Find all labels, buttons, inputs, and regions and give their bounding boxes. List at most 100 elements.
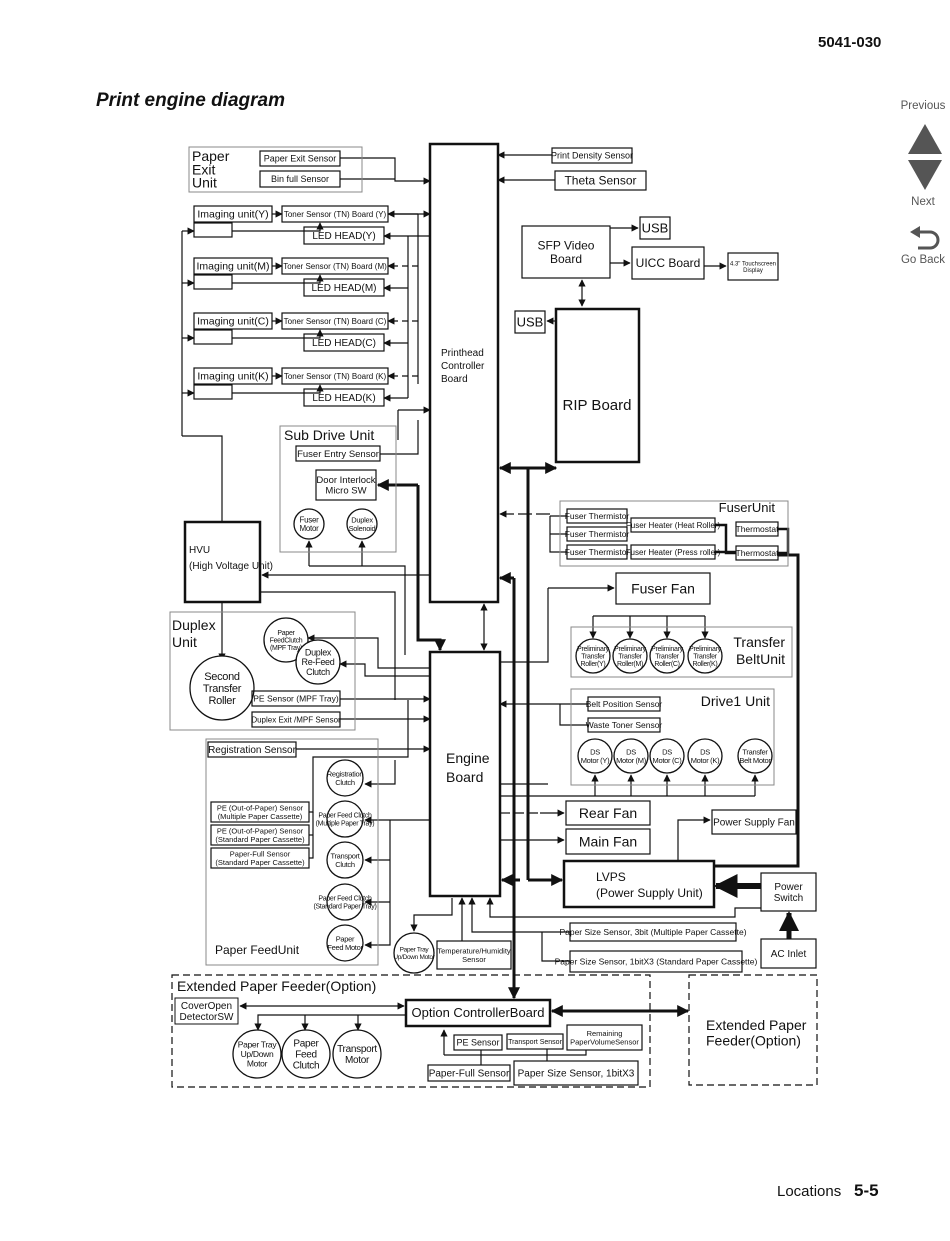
next-label[interactable]: Next bbox=[911, 196, 935, 208]
toner-sensor-board-c-label: Toner Sensor (TN) Board (C) bbox=[284, 317, 387, 326]
paper-exit-sensor-label: Paper Exit Sensor bbox=[264, 154, 337, 164]
connector-line bbox=[416, 485, 446, 652]
extended-paper-full-sensor-label: Paper-Full Sensor bbox=[429, 1069, 510, 1080]
sub-drive-unit-title: Sub Drive Unit bbox=[284, 427, 374, 443]
touchscreen-display bbox=[727, 252, 779, 281]
waste-toner-sensor bbox=[587, 717, 661, 733]
waste-toner-sensor-label: Waste Toner Sensor bbox=[586, 720, 663, 730]
usb-port-left-label: USB bbox=[517, 315, 544, 330]
led-head-y bbox=[303, 226, 385, 245]
second-transfer-roller bbox=[189, 655, 255, 721]
paper-size-sensor-1bitx3-label: Paper Size Sensor, 1bitX3 (Standard Pape… bbox=[555, 956, 758, 966]
connector-line bbox=[486, 897, 761, 918]
previous-arrow-icon[interactable] bbox=[908, 124, 942, 154]
connector-line bbox=[340, 157, 431, 185]
registration-sensor bbox=[207, 741, 297, 758]
drive1-motor-5 bbox=[737, 738, 773, 774]
page-nav-arrows[interactable] bbox=[906, 122, 944, 192]
connector-line bbox=[232, 329, 324, 339]
led-head-k-label: LED HEAD(K) bbox=[312, 393, 375, 404]
hvu bbox=[183, 520, 262, 604]
duplex-refeed-clutch bbox=[295, 639, 341, 685]
paper-feed-sensor-3-label: Paper-Full Sensor(Standard Paper Cassett… bbox=[215, 850, 305, 867]
imaging-unit-y-sub bbox=[193, 222, 233, 238]
fuser-entry-sensor bbox=[295, 445, 381, 462]
connector-line bbox=[232, 274, 324, 284]
belt-position-sensor bbox=[587, 696, 661, 712]
connector-line bbox=[541, 932, 570, 962]
bin-full-sensor bbox=[259, 170, 341, 188]
usb-port-top bbox=[639, 216, 671, 240]
paper-size-sensor-3bit bbox=[569, 922, 737, 942]
connector-line bbox=[364, 820, 391, 949]
duplex-unit bbox=[169, 611, 356, 731]
temperature-humidity-sensor bbox=[436, 940, 512, 970]
paper-exit-unit bbox=[188, 146, 363, 193]
paper-feed-sensor-1 bbox=[210, 801, 310, 823]
transfer-belt-unit bbox=[570, 626, 793, 678]
toner-sensor-board-y bbox=[281, 205, 389, 223]
connector-line bbox=[309, 700, 409, 813]
extended-paper-full-sensor bbox=[427, 1064, 511, 1082]
led-head-c bbox=[303, 333, 385, 352]
fuser-thermistor-3-label: Fuser Thermistor bbox=[565, 547, 630, 557]
print-density-sensor bbox=[551, 147, 633, 164]
fuser-heater-press-roller-label: Fuser Heater (Press roller) bbox=[626, 548, 721, 557]
usb-port-top-label: USB bbox=[642, 221, 669, 236]
pe-sensor-mpf-label: PE Sensor (MPF Tray) bbox=[253, 693, 339, 703]
fuser-thermistor-2 bbox=[566, 526, 628, 542]
go-back-icon[interactable] bbox=[908, 224, 944, 252]
previous-label[interactable]: Previous bbox=[900, 100, 946, 112]
imaging-unit-c-label: Imaging unit(C) bbox=[197, 316, 269, 328]
connector-line bbox=[232, 222, 324, 232]
fuser-thermistor-1 bbox=[566, 508, 628, 524]
connector-line bbox=[444, 1050, 587, 1056]
extended-feeder-motor-2 bbox=[281, 1029, 331, 1079]
footer-page-number: 5-5 bbox=[854, 1181, 879, 1200]
power-switch bbox=[760, 872, 817, 912]
drive1-motor-1 bbox=[577, 738, 613, 774]
connector-line bbox=[468, 897, 570, 933]
next-arrow-icon[interactable] bbox=[908, 160, 942, 190]
imaging-unit-m-sub bbox=[193, 274, 233, 290]
led-head-m bbox=[303, 278, 385, 297]
paper-feed-clutch-mpf bbox=[263, 617, 309, 663]
drive1-unit-title: Drive1 Unit bbox=[701, 693, 770, 709]
imaging-unit-m bbox=[193, 257, 273, 275]
imaging-unit-m-label: Imaging unit(M) bbox=[197, 261, 270, 273]
extended-paper-size-sensor bbox=[513, 1060, 639, 1086]
drive1-motor-3 bbox=[649, 738, 685, 774]
connector-line bbox=[364, 760, 396, 788]
fuser-fan-label: Fuser Fan bbox=[631, 580, 695, 596]
option-controller-board-label: Option ControllerBoard bbox=[412, 1005, 545, 1020]
extended-paper-feeder-right bbox=[688, 974, 818, 1086]
toner-sensor-board-c bbox=[281, 312, 389, 330]
fuser-unit bbox=[559, 500, 789, 567]
paper-feed-unit-title: Paper FeedUnit bbox=[215, 943, 300, 957]
uicc-board bbox=[631, 246, 705, 280]
engine-board bbox=[428, 650, 502, 898]
remaining-paper-volume-sensor bbox=[566, 1024, 643, 1051]
bin-full-sensor-label: Bin full Sensor bbox=[271, 174, 329, 184]
go-back-label[interactable]: Go Back bbox=[900, 254, 946, 266]
option-controller-board bbox=[404, 998, 552, 1028]
duplex-exit-sensor bbox=[251, 711, 341, 728]
fuser-motor bbox=[293, 508, 325, 540]
paper-feed-sensor-1-label: PE (Out-of-Paper) Sensor(Multiple Paper … bbox=[217, 804, 304, 821]
lvps bbox=[562, 859, 716, 909]
connector-line bbox=[549, 516, 567, 553]
